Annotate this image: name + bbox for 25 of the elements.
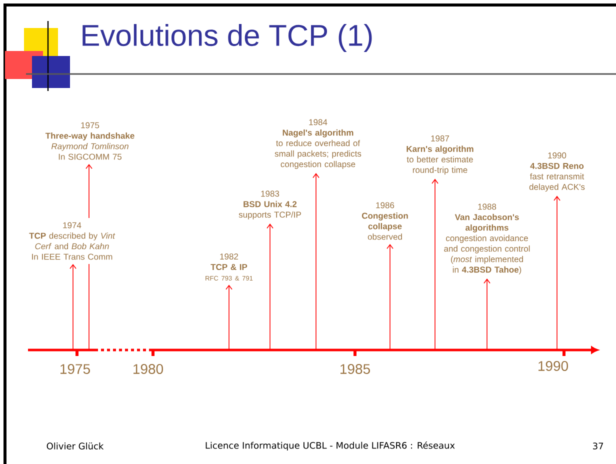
arrow [226,284,232,350]
slide-title: Evolutions de TCP (1) [82,24,372,52]
arrow [554,196,560,350]
year-label: 1985 [340,364,370,374]
year-label: 1975 [60,364,90,374]
arrow [312,173,320,350]
event-text: 1984 Nagel's algorithm to reduce overhead of small packets; predicts congestion collapse [274,119,362,169]
arrow [70,264,76,350]
event-text: 1990 4.3BSD Reno fast retransmit delayed ACK's [529,152,585,192]
event-text: 1974 TCP described by Vint Cerf and Bob Kahn In IEEE Trans Comm [29,222,116,260]
arrow [86,164,92,350]
arrow [266,224,274,350]
footer-text: Licence Informatique UCBL - Module LIFASR6 : Réseaux [206,441,455,451]
page-number: 37 [593,442,604,450]
arrow [432,178,438,350]
author-name: Olivier Glück [46,442,104,450]
arrow [484,278,490,350]
year-label: 1990 [538,361,568,371]
event-text: 1975 Three-way handshake Raymond Tomlinson In SIGCOMM 75 [45,122,134,160]
arrow [386,244,394,350]
event-text: 1987 Karn's algorithm to better estimate round-trip time [406,135,474,175]
event-text: 1988 Van Jacobson's algorithms congestion avoidance and congestion control (most implemented in 4.3BSD Tahoe) [444,204,530,274]
year-label: 1980 [134,364,164,374]
event-text: 1986 Congestion collapse observed [362,202,408,240]
event-text: 1983 BSD Unix 4.2 supports TCP/IP [238,190,301,220]
